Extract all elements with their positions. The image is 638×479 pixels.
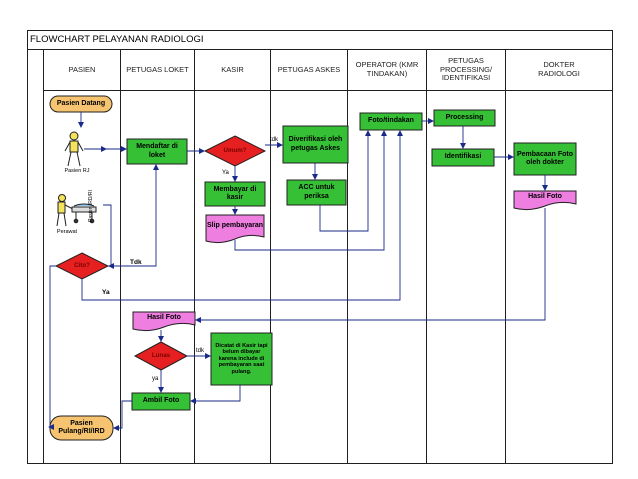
pasien-rj-figure	[64, 131, 84, 167]
umum-decision	[203, 135, 267, 167]
processing-box	[433, 109, 496, 127]
acc-box	[286, 179, 347, 206]
pasien-datang-terminator	[49, 95, 113, 113]
cito-decision	[54, 252, 110, 280]
mendaftar-box	[126, 138, 188, 165]
identifikasi-box	[431, 148, 495, 167]
lunas-decision	[133, 341, 189, 371]
branch-tdk-umum: tdk	[270, 137, 279, 143]
ambil-foto-box	[131, 392, 191, 411]
branch-ya-umum: Ya	[222, 170, 229, 176]
foto-tindakan-box	[359, 112, 423, 131]
branch-tdk-cito: Tdk	[130, 259, 142, 266]
slip-document	[205, 214, 265, 244]
dicatat-box	[210, 332, 273, 386]
swimlane-frame	[27, 30, 613, 464]
perawat-figure	[56, 194, 97, 227]
hasil-foto-dokter-document	[513, 190, 577, 211]
branch-ya-cito: Ya	[102, 289, 110, 296]
pembacaan-box	[513, 142, 577, 176]
diverifikasi-box	[282, 125, 349, 164]
branch-ya-lunas: ya	[152, 376, 159, 382]
membayar-box	[204, 181, 266, 207]
hasil-foto-document	[132, 311, 196, 332]
connectors	[48, 112, 548, 431]
branch-tdk-lunas: tdk	[196, 348, 205, 354]
pulang-terminator	[49, 415, 114, 441]
